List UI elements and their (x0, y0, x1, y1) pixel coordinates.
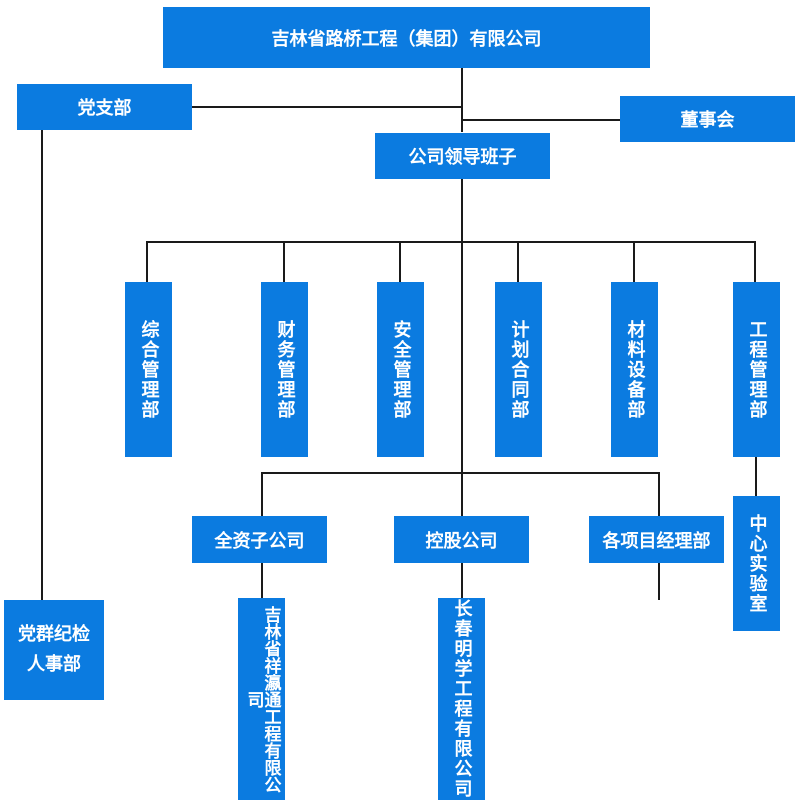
wholly-owned-box[interactable]: 全资子公司 (192, 516, 327, 563)
connector-holding-to-company (461, 562, 463, 600)
department-box-5[interactable]: 材料设备部 (611, 282, 658, 457)
connector-engineering-to-lab (755, 456, 757, 496)
party-branch-box[interactable]: 党支部 (17, 84, 192, 130)
subsidiary-company-b-box[interactable]: 长春明学工程有限公司 (438, 598, 485, 800)
connector-root-trunk (461, 67, 463, 132)
connector-dept-4 (517, 241, 519, 283)
connector-leadership-trunk (461, 178, 463, 516)
connector-dept-3 (399, 241, 401, 283)
leadership-box[interactable]: 公司领导班子 (375, 133, 550, 179)
department-box-6[interactable]: 工程管理部 (733, 282, 780, 457)
connector-party-to-hr (41, 129, 43, 601)
connector-dept-2 (283, 241, 285, 283)
connector-subsidiaries-bus (261, 472, 660, 474)
connector-dept-6 (754, 241, 756, 283)
connector-dept-1 (146, 241, 148, 283)
department-box-4[interactable]: 计划合同部 (495, 282, 542, 457)
connector-project-managers-down (658, 562, 660, 600)
connector-dept-5 (633, 241, 635, 283)
connector-board (461, 119, 621, 121)
holding-company-box[interactable]: 控股公司 (394, 516, 529, 563)
connector-wholly-owned-to-company (261, 562, 263, 600)
department-box-2[interactable]: 财务管理部 (261, 282, 308, 457)
root-company-box[interactable]: 吉林省路桥工程（集团）有限公司 (163, 7, 650, 68)
connector-wholly-owned (261, 472, 263, 516)
department-box-1[interactable]: 综合管理部 (125, 282, 172, 457)
central-lab-box[interactable]: 中心实验室 (733, 496, 780, 631)
project-managers-box[interactable]: 各项目经理部 (589, 516, 724, 563)
party-discipline-hr-box[interactable]: 党群纪检人事部 (4, 600, 104, 700)
connector-departments-bus (146, 241, 755, 243)
board-box[interactable]: 董事会 (620, 96, 795, 142)
connector-party-branch (191, 106, 463, 108)
department-box-3[interactable]: 安全管理部 (377, 282, 424, 457)
subsidiary-company-a-box[interactable]: 吉林省祥瀛通工程有限公司 (238, 598, 285, 800)
connector-project-managers (658, 472, 660, 516)
